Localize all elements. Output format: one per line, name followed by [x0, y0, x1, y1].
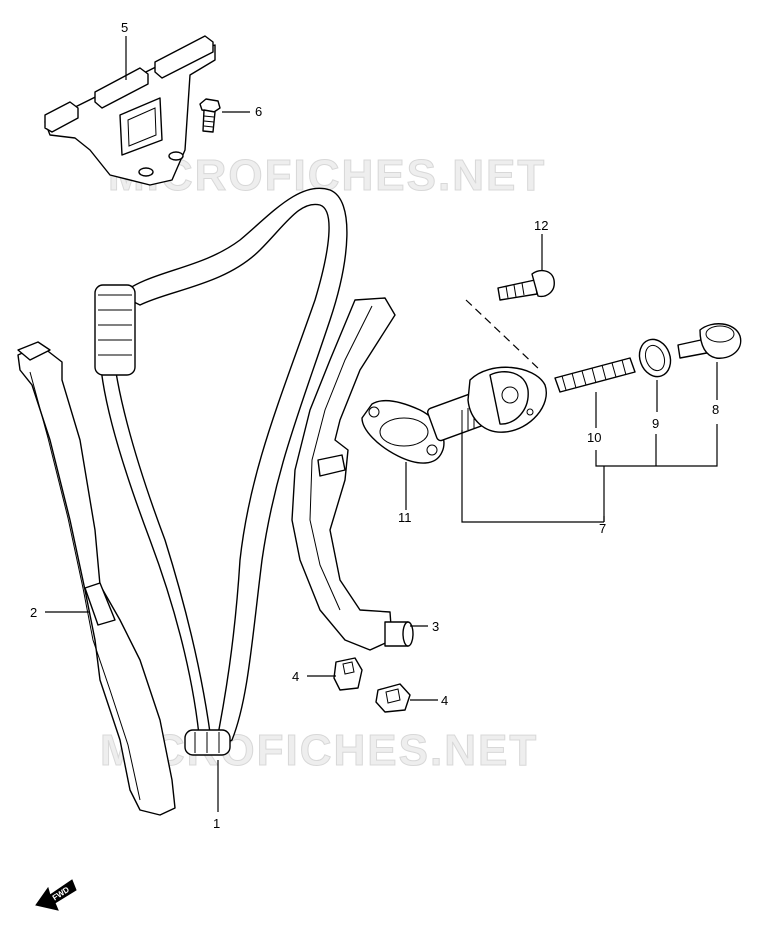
part-6-bolt	[199, 98, 221, 133]
part-10-spring	[554, 357, 636, 393]
leader-12-dash	[465, 299, 541, 371]
callout-10: 10	[587, 430, 601, 445]
part-8-cap-bolt	[677, 323, 742, 359]
callout-4-right: 4	[441, 693, 448, 708]
part-5-top-guide	[44, 35, 216, 186]
part-11-gasket	[361, 399, 445, 464]
callout-8: 8	[712, 402, 719, 417]
part-9-washer	[638, 338, 672, 378]
part-4-damper-right	[375, 683, 411, 713]
part-2-chain-guide	[17, 341, 176, 816]
callout-9: 9	[652, 416, 659, 431]
part-4-damper-left	[333, 657, 363, 691]
fwd-arrow-icon: FWD	[35, 879, 77, 911]
callout-4-left: 4	[292, 669, 299, 684]
watermark-bottom: MICROFICHES.NET	[100, 726, 538, 775]
part-3-tensioner-arm	[291, 297, 414, 651]
part-1-cam-chain	[94, 187, 348, 756]
callout-7: 7	[599, 521, 606, 536]
leader-7-bracket	[461, 424, 718, 523]
callout-3: 3	[432, 619, 439, 634]
callout-12: 12	[534, 218, 548, 233]
callout-6: 6	[255, 104, 262, 119]
callout-11: 11	[398, 510, 412, 525]
callout-1: 1	[213, 816, 220, 831]
callout-5: 5	[121, 20, 128, 35]
part-7-tensioner-body	[427, 366, 547, 442]
callout-2: 2	[30, 605, 37, 620]
part-12-bolt	[497, 269, 555, 301]
